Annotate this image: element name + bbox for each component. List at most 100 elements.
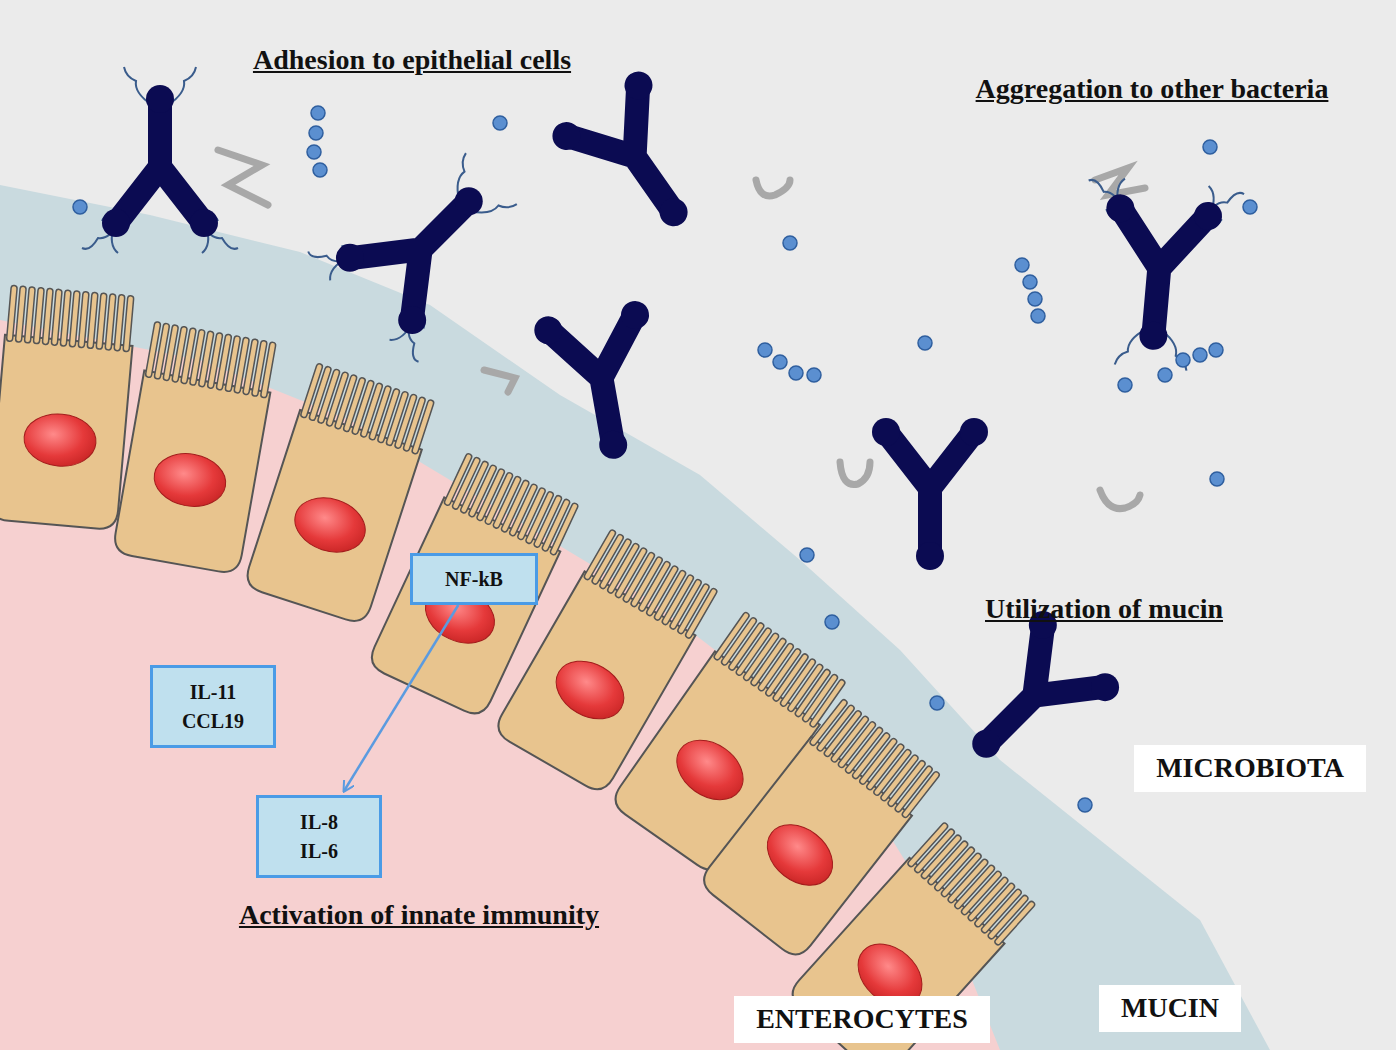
- coccus: [1158, 368, 1172, 382]
- coccus: [825, 615, 839, 629]
- gray-bacteria: [218, 150, 1145, 509]
- mucin-layer: [0, 185, 1270, 1050]
- bacterium-end: [966, 724, 1006, 764]
- bifidobacterium: [305, 123, 547, 365]
- coccus: [807, 368, 821, 382]
- bacterium-end: [1105, 193, 1135, 223]
- bacterium-end: [1138, 321, 1168, 351]
- nucleus: [666, 728, 755, 812]
- coccus: [783, 236, 797, 250]
- coccus: [930, 696, 944, 710]
- bacterium-body: [1112, 211, 1206, 336]
- coccus: [73, 200, 87, 214]
- bacterium-body: [118, 103, 202, 221]
- bacterium-end: [619, 66, 658, 105]
- region-label: MICROBIOTA: [1134, 745, 1366, 792]
- coccus: [1176, 353, 1190, 367]
- cell-body: [243, 410, 422, 625]
- signal-arrow: [344, 605, 458, 791]
- bacterium-end: [654, 193, 693, 232]
- bifidobacterium: [1073, 175, 1245, 374]
- bacterium-body: [569, 88, 705, 233]
- coccus: [1209, 343, 1223, 357]
- bacterium-end: [619, 299, 651, 331]
- coccus: [800, 548, 814, 562]
- coccus: [1203, 140, 1217, 154]
- section-heading: Adhesion to epithelial cells: [253, 45, 571, 76]
- coccus: [1015, 258, 1029, 272]
- bacterium-end: [146, 85, 174, 113]
- bacterium-end: [190, 209, 218, 237]
- coccus: [918, 336, 932, 350]
- coccus: [1210, 472, 1224, 486]
- microvillus: [260, 342, 276, 398]
- cytokine-text: IL-8 IL-6: [286, 808, 352, 866]
- bacterium-end: [532, 314, 564, 346]
- cell-body: [112, 370, 270, 574]
- coccus: [309, 126, 323, 140]
- region-label: ENTEROCYTES: [734, 996, 990, 1043]
- coccus: [773, 355, 787, 369]
- nucleus: [288, 489, 373, 561]
- coccus: [313, 163, 327, 177]
- region-label: MUCIN: [1099, 985, 1241, 1032]
- microvillus: [123, 295, 134, 351]
- bacterium-end: [960, 418, 988, 446]
- coccus: [1193, 348, 1207, 362]
- microvillus: [550, 502, 579, 555]
- section-heading: Activation of innate immunity: [239, 900, 599, 931]
- coccus: [758, 343, 772, 357]
- microvillus: [411, 399, 434, 454]
- cell-body: [0, 335, 132, 530]
- cytokine-box: IL-11 CCL19: [150, 665, 276, 748]
- bacterium-end: [547, 116, 586, 155]
- bifidobacterium: [872, 418, 988, 570]
- bacterium-body: [888, 434, 972, 552]
- cytokine-box: NF-kB: [410, 553, 538, 605]
- bacterium-end: [916, 542, 944, 570]
- microvillus: [994, 900, 1036, 946]
- bacterium-end: [872, 418, 900, 446]
- microvillus: [901, 771, 940, 819]
- microvillus: [685, 588, 718, 639]
- coccus: [789, 366, 803, 380]
- bifidobacteria: [82, 66, 1245, 795]
- cocci: [73, 106, 1257, 812]
- nucleus: [546, 649, 634, 730]
- coccus: [493, 116, 507, 130]
- bifidobacterium: [935, 605, 1125, 795]
- coccus: [1023, 275, 1037, 289]
- coccus: [1028, 292, 1042, 306]
- bacterium-end: [1085, 667, 1125, 707]
- bacterium-end: [392, 300, 432, 340]
- nucleus: [756, 812, 845, 897]
- bacterium-end: [1193, 201, 1223, 231]
- nucleus: [22, 411, 98, 469]
- bifidobacterium: [82, 67, 238, 253]
- coccus: [1031, 309, 1045, 323]
- bifidobacterium: [532, 299, 673, 469]
- enterocyte: [112, 321, 279, 575]
- bacterium-body: [959, 628, 1102, 771]
- coccus: [1243, 200, 1257, 214]
- bacterium-end: [330, 238, 370, 278]
- cytokine-box: IL-8 IL-6: [256, 795, 382, 878]
- coccus: [307, 145, 321, 159]
- bacterium-end: [449, 181, 489, 221]
- section-heading: Utilization of mucin: [985, 594, 1223, 625]
- cytokine-text: IL-11 CCL19: [172, 678, 254, 736]
- bacterium-body: [551, 317, 654, 448]
- cytokine-text: NF-kB: [419, 565, 529, 594]
- coccus: [311, 106, 325, 120]
- bacterium-end: [102, 209, 130, 237]
- bifidobacterium: [547, 66, 729, 257]
- nucleus: [150, 448, 230, 512]
- bacterium-end: [597, 429, 629, 461]
- section-heading: Aggregation to other bacteria: [976, 74, 1329, 105]
- coccus: [1078, 798, 1092, 812]
- enterocyte-cells: [0, 285, 1038, 1050]
- bacterium-body: [353, 174, 496, 317]
- enterocyte: [0, 285, 137, 530]
